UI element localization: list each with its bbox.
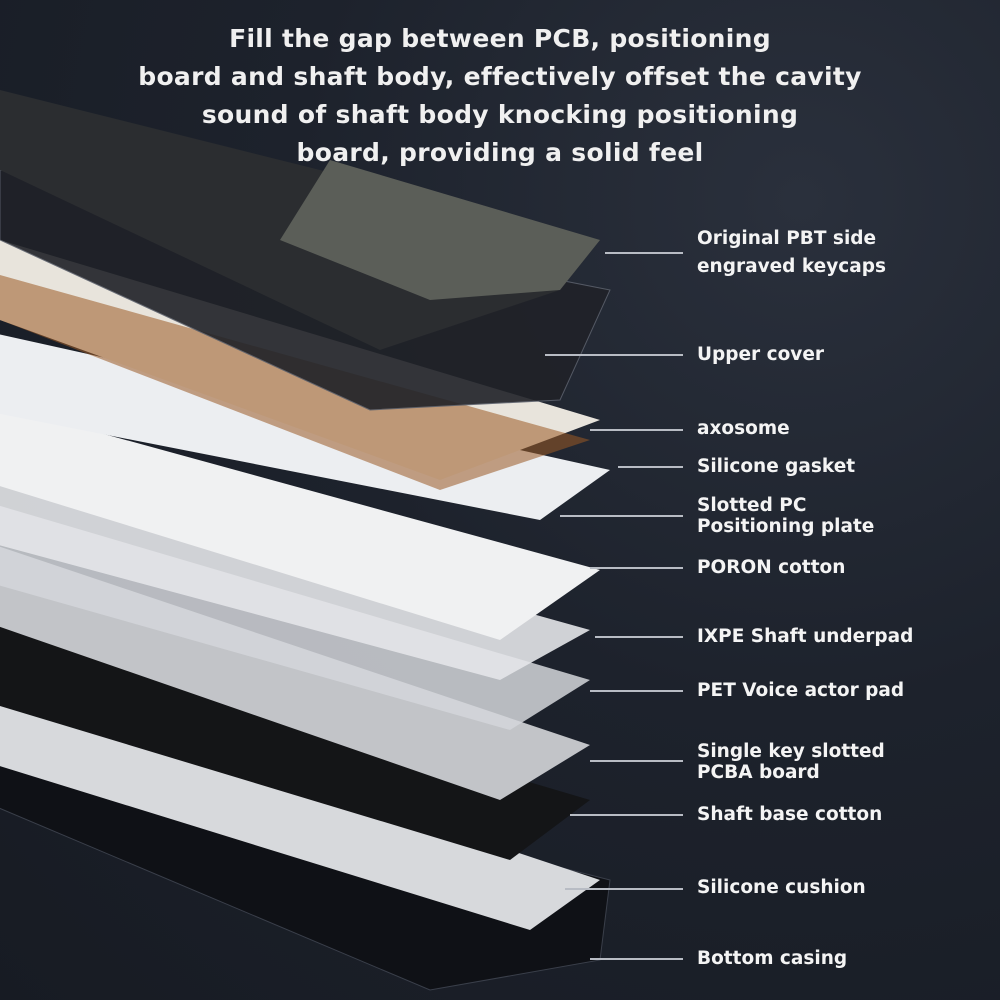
headline-line: board, providing a solid feel <box>296 138 704 167</box>
keycaps-layer <box>0 90 600 350</box>
label-line: Original PBT side <box>697 228 877 249</box>
label-upper-cover: Upper cover <box>697 344 825 365</box>
label-ixpe-underpad: IXPE Shaft underpad <box>697 626 914 647</box>
leader-line <box>565 888 683 890</box>
label-poron-cotton: PORON cotton <box>697 557 846 578</box>
leader-line <box>590 567 683 569</box>
leader-line <box>570 814 683 816</box>
leader-line <box>560 515 683 517</box>
label-line: Slotted PC <box>697 495 807 516</box>
label-silicone-cushion: Silicone cushion <box>697 877 866 898</box>
label-keycaps: Original PBT side engraved keycaps <box>697 228 886 277</box>
label-line: PCBA board <box>697 762 820 783</box>
headline-line: board and shaft body, effectively offset… <box>138 62 862 91</box>
poron-cotton-layer <box>0 405 600 640</box>
label-axosome: axosome <box>697 418 790 439</box>
leader-line <box>545 354 683 356</box>
leader-line <box>618 466 683 468</box>
label-shaft-base-cotton: Shaft base cotton <box>697 804 883 825</box>
label-line: Positioning plate <box>697 516 875 537</box>
label-pcba-board: Single key slotted PCBA board <box>697 741 885 783</box>
leader-line <box>590 760 683 762</box>
leader-line <box>595 636 683 638</box>
label-bottom-casing: Bottom casing <box>697 948 848 969</box>
headline-line: sound of shaft body knocking positioning <box>201 100 799 129</box>
headline-line: Fill the gap between PCB, positioning <box>229 24 771 53</box>
label-positioning-plate: Slotted PC Positioning plate <box>697 495 874 537</box>
leader-line <box>590 429 683 431</box>
label-line: Single key slotted <box>697 741 885 762</box>
label-pet-pad: PET Voice actor pad <box>697 680 905 701</box>
leader-line <box>590 958 683 960</box>
headline: Fill the gap between PCB, positioning bo… <box>100 20 900 172</box>
shaft-base-cotton-layer <box>0 625 590 860</box>
label-silicone-gasket: Silicone gasket <box>697 456 856 477</box>
leader-line <box>605 252 683 254</box>
leader-line <box>590 690 683 692</box>
label-line: engraved keycaps <box>697 256 886 277</box>
